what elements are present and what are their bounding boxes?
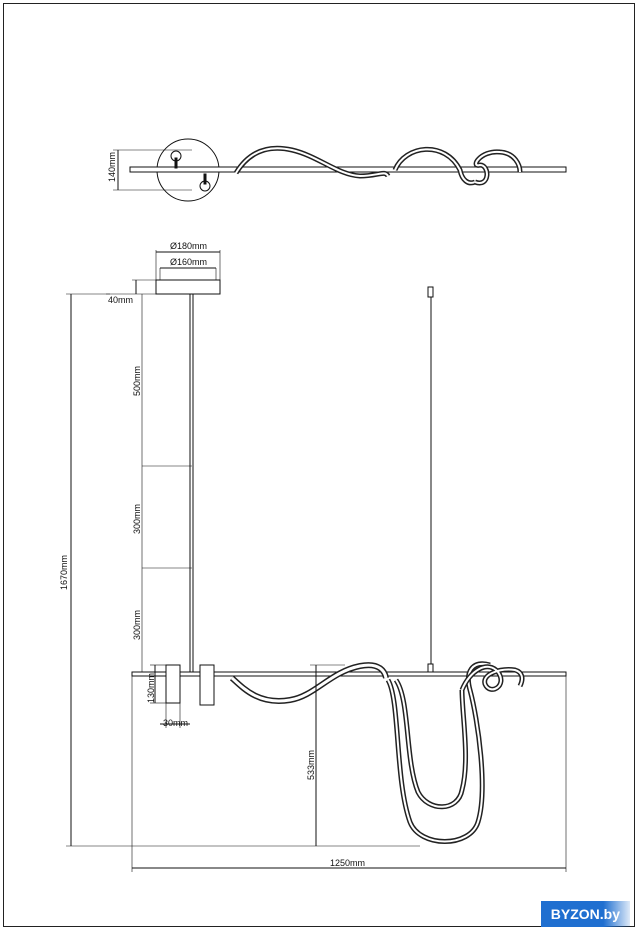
label-rod-top: 500mm <box>132 366 142 396</box>
hanging-loop-outer-inner <box>387 662 491 843</box>
suspension-top-clip <box>427 286 434 298</box>
holder-block-left <box>165 664 181 704</box>
drawing-frame <box>3 3 635 927</box>
watermark-badge: BYZON.by <box>540 901 630 927</box>
front-view: Ø180mm Ø160mm 500mm 300mm 300mm 40mm 167… <box>59 241 567 872</box>
label-holder-width: 30mm <box>163 718 188 728</box>
label-canopy-thickness: 40mm <box>108 295 133 305</box>
suspension-bottom-clip <box>427 663 434 673</box>
hanging-loop-inner-inner <box>395 679 467 808</box>
top-arch-tube-inner <box>394 148 476 184</box>
label-canopy-outer: Ø180mm <box>170 241 207 251</box>
top-wave-tube-inner <box>235 147 389 178</box>
label-holder-height: 130mm <box>146 673 156 703</box>
canopy <box>155 279 221 295</box>
wall-mount-bracket-1 <box>174 157 178 169</box>
label-top-height: 140mm <box>107 152 117 182</box>
hanging-loop-inner <box>393 678 469 810</box>
wall-mount-bracket-2 <box>203 173 207 185</box>
top-coil-tube-inner <box>474 150 521 184</box>
top-view: 140mm <box>107 138 567 202</box>
label-total-height: 1670mm <box>59 555 69 590</box>
label-loop-drop: 533mm <box>306 750 316 780</box>
label-total-length: 1250mm <box>330 858 365 868</box>
wave-tube-inner <box>230 663 388 703</box>
holder-block-right <box>199 664 215 706</box>
label-rod-middle: 300mm <box>132 504 142 534</box>
coil-tube-inner <box>461 665 524 691</box>
label-canopy-inner: Ø160mm <box>170 257 207 267</box>
label-rod-bottom: 300mm <box>132 610 142 640</box>
watermark-text: BYZON.by <box>550 906 620 922</box>
support-rod <box>189 293 194 673</box>
